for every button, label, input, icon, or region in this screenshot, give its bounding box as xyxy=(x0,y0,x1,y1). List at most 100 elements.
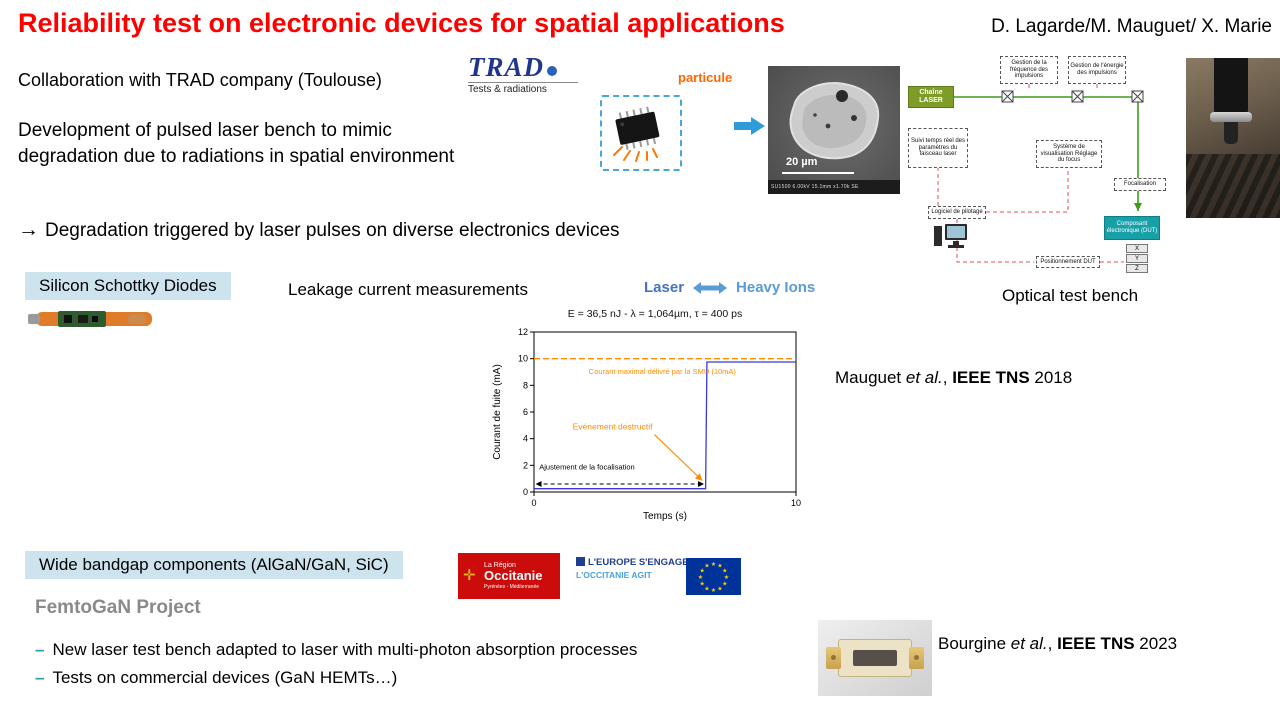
diagram-energy-box: Gestion de l'énergie des impulsions xyxy=(1068,56,1126,84)
ref-name: Bourgine xyxy=(938,634,1011,653)
europe-logo: L'EUROPE S'ENGAGE L'OCCITANIE AGIT xyxy=(576,557,689,580)
page-title: Reliability test on electronic devices f… xyxy=(18,8,785,38)
metal-ring-icon xyxy=(1210,112,1252,122)
diagram-software-box: Logiciel de pilotage xyxy=(928,206,986,219)
degradation-text: Degradation triggered by laser pulses on… xyxy=(45,220,620,241)
wbg-bullet-1: – New laser test bench adapted to laser … xyxy=(35,640,637,660)
gan-label-area xyxy=(853,650,897,666)
diode-photo xyxy=(28,308,156,330)
svg-text:★: ★ xyxy=(711,561,716,568)
occitanie-line3: Pyrénées - Méditerranée xyxy=(484,583,540,590)
bullet-dash-icon: – xyxy=(35,668,45,687)
bench-caption: Optical test bench xyxy=(1002,286,1139,305)
ref-etal: et al. xyxy=(905,368,943,387)
ref-year: 2018 xyxy=(1029,368,1073,387)
particle-rays-icon xyxy=(613,146,658,162)
svg-text:12: 12 xyxy=(518,327,528,337)
bullet-text: Tests on commercial devices (GaN HEMTs…) xyxy=(52,668,398,687)
ref-year: 2023 xyxy=(1134,634,1178,653)
gan-hemt-photo xyxy=(818,620,932,696)
axis-x-box: X xyxy=(1126,244,1148,253)
svg-text:Courant de fuite (mA): Courant de fuite (mA) xyxy=(492,364,503,460)
heavy-ions-label: Heavy Ions xyxy=(736,279,816,296)
reference-mauguet: Mauguet et al., IEEE TNS 2018 xyxy=(835,368,1072,388)
wbg-bullet-2: – Tests on commercial devices (GaN HEMTs… xyxy=(35,668,397,688)
diagram-monitoring-box: Suivi temps réel des paramètres du faisc… xyxy=(908,128,968,168)
svg-text:Temps (s): Temps (s) xyxy=(643,511,687,522)
ref-etal: et al. xyxy=(1010,634,1048,653)
eu-flag: ★★★ ★★★ ★★★ ★★★ xyxy=(686,558,741,595)
gan-flange-right xyxy=(909,647,924,669)
arrow-glyph: → xyxy=(18,218,39,241)
svg-text:Courant maximal délivré par la: Courant maximal délivré par la SMU (10mA… xyxy=(589,367,737,376)
chip-dashed-box xyxy=(600,95,682,171)
trad-logo-name: TRAD xyxy=(468,52,545,82)
occitanie-line1: La Région xyxy=(484,561,516,569)
axis-y-box: Y xyxy=(1126,254,1148,263)
schottky-heading: Silicon Schottky Diodes xyxy=(25,272,231,300)
diagram-freq-box: Gestion de la fréquence des impulsions xyxy=(1000,56,1058,84)
sem-image: 20 µm SU1500 6.00kV 15.1mm x1.70k SE xyxy=(768,66,900,194)
beam-splitter-icons xyxy=(1001,90,1144,103)
development-text: Development of pulsed laser bench to mim… xyxy=(18,120,455,167)
laser-label: Laser xyxy=(644,279,685,296)
measurement-text: Leakage current measurements xyxy=(288,280,529,299)
degradation-line: → Degradation triggered by laser pulses o… xyxy=(18,218,620,242)
leakage-chart-block: E = 36,5 nJ - λ = 1,064µm, τ = 400 ps 0 2… xyxy=(490,308,820,527)
objective-icon xyxy=(1214,58,1248,116)
svg-text:2: 2 xyxy=(523,460,528,470)
europe-line2: L'OCCITANIE AGIT xyxy=(576,570,652,580)
bench-diagram: Chaîne LASER Gestion de la fréquence des… xyxy=(908,56,1186,274)
sem-scale-bar xyxy=(782,172,854,174)
sem-meta-text: SU1500 6.00kV 15.1mm x1.70k SE xyxy=(768,180,900,194)
collaboration-text: Collaboration with TRAD company (Toulous… xyxy=(18,70,382,90)
svg-text:0: 0 xyxy=(531,498,536,508)
svg-text:6: 6 xyxy=(523,407,528,417)
ref-sep: , xyxy=(1047,634,1058,653)
sem-crater-icon xyxy=(789,82,880,160)
diagram-visualisation-box: Système de visualisation Réglage du focu… xyxy=(1036,140,1102,168)
svg-text:Evénement destructif: Evénement destructif xyxy=(573,421,653,431)
ref-journal: IEEE TNS xyxy=(1057,634,1135,653)
diagram-dut-box: Composant électronique (DUT) xyxy=(1104,216,1160,240)
cables-icon xyxy=(1186,154,1280,218)
sem-scale-label: 20 µm xyxy=(786,156,818,168)
bullet-dash-icon: – xyxy=(35,640,45,659)
occitanie-cross-icon: ✛ xyxy=(463,567,476,584)
svg-text:★: ★ xyxy=(724,574,729,581)
svg-text:10: 10 xyxy=(518,354,528,364)
diagram-positioning-box: Positionnement DUT xyxy=(1036,256,1100,268)
double-arrow-icon xyxy=(693,281,728,294)
ref-name: Mauguet xyxy=(835,368,906,387)
svg-text:★: ★ xyxy=(704,563,709,570)
laser-vs-ions: Laser Heavy Ions xyxy=(644,279,815,296)
occitanie-line2: Occitanie xyxy=(484,568,543,584)
chart-title: E = 36,5 nJ - λ = 1,064µm, τ = 400 ps xyxy=(567,308,743,320)
occitanie-logo: ✛ La Région Occitanie Pyrénées - Méditer… xyxy=(458,553,560,599)
bullet-text: New laser test bench adapted to laser wi… xyxy=(52,640,638,659)
wbg-heading: Wide bandgap components (AlGaN/GaN, SiC) xyxy=(25,551,403,579)
svg-text:★: ★ xyxy=(722,581,727,588)
svg-text:★: ★ xyxy=(717,563,722,570)
ref-sep: , xyxy=(942,368,953,387)
eu-stars-icon: ★★★ ★★★ ★★★ ★★★ xyxy=(698,561,729,594)
reference-bourgine: Bourgine et al., IEEE TNS 2023 xyxy=(938,634,1177,654)
diagram-lines xyxy=(937,84,1144,263)
svg-text:Ajustement de la focalisation: Ajustement de la focalisation xyxy=(539,462,634,471)
svg-text:8: 8 xyxy=(523,380,528,390)
svg-text:★: ★ xyxy=(704,585,709,592)
authors: D. Lagarde/M. Mauguet/ X. Marie xyxy=(991,16,1272,37)
svg-text:★: ★ xyxy=(700,581,705,588)
gan-package-icon xyxy=(826,639,924,677)
right-arrow-icon xyxy=(734,116,766,141)
svg-text:★: ★ xyxy=(711,587,716,594)
axis-z-box: Z xyxy=(1126,264,1148,273)
gan-flange-left xyxy=(826,647,841,669)
particule-label: particule xyxy=(678,70,733,85)
svg-text:★: ★ xyxy=(700,568,705,575)
trad-logo-dot-icon xyxy=(547,66,558,76)
svg-text:★: ★ xyxy=(722,568,727,575)
svg-text:0: 0 xyxy=(523,487,528,497)
